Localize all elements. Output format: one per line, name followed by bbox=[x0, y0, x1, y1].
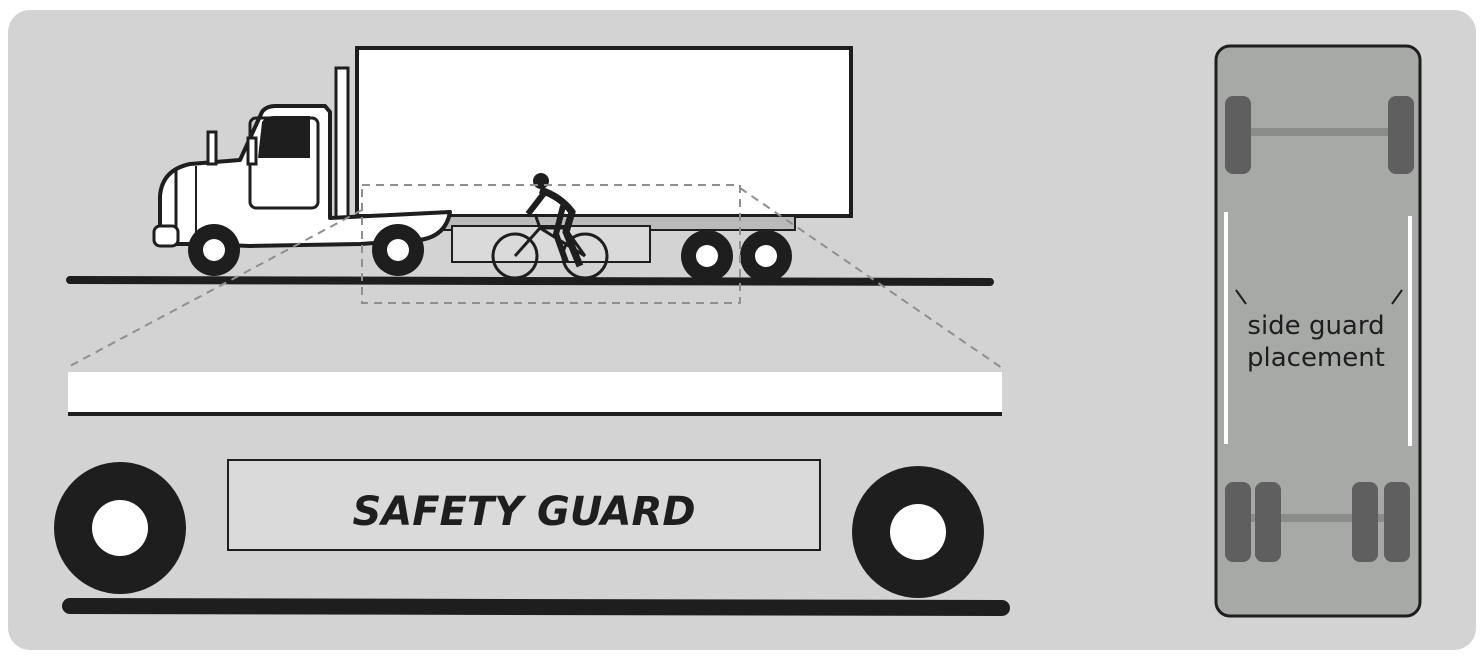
top-tire bbox=[1225, 482, 1251, 562]
exhaust-stack bbox=[334, 66, 350, 220]
placement-label-line2: placement bbox=[1247, 343, 1385, 373]
top-tire bbox=[1225, 96, 1251, 174]
trailer-wheel bbox=[681, 230, 733, 282]
top-tire bbox=[1352, 482, 1378, 562]
trailer-box bbox=[355, 46, 853, 218]
truck-side-view bbox=[66, 46, 994, 304]
large-wheel-left bbox=[54, 462, 186, 594]
callout-tick bbox=[1391, 289, 1403, 305]
front-wheel bbox=[188, 224, 240, 276]
top-tire bbox=[1388, 96, 1414, 174]
cab-horn bbox=[206, 130, 218, 166]
trailer-floor-band bbox=[68, 372, 1002, 414]
side-mirror bbox=[246, 136, 258, 166]
callout-tick bbox=[1235, 289, 1247, 305]
large-wheel-right bbox=[852, 466, 984, 598]
truck-top-view: side guard placement bbox=[1214, 44, 1422, 618]
front-bumper bbox=[152, 224, 180, 248]
placement-label-line1: side guard bbox=[1247, 311, 1384, 341]
drive-wheel bbox=[372, 224, 424, 276]
zoom-projection bbox=[69, 187, 1003, 369]
ground-line bbox=[62, 598, 1010, 616]
safety-guard-panel bbox=[227, 459, 821, 551]
zoom-frame bbox=[361, 184, 741, 304]
cab-window bbox=[258, 116, 310, 158]
side-guard-small bbox=[451, 225, 651, 263]
top-tire bbox=[1255, 482, 1281, 562]
top-tire bbox=[1384, 482, 1410, 562]
safety-guard-label: SAFETY GUARD bbox=[352, 489, 695, 535]
road-line bbox=[66, 276, 994, 286]
top-view-body bbox=[1214, 44, 1422, 618]
zoomed-detail: SAFETY GUARD bbox=[54, 372, 1010, 616]
trailer-wheel bbox=[740, 230, 792, 282]
